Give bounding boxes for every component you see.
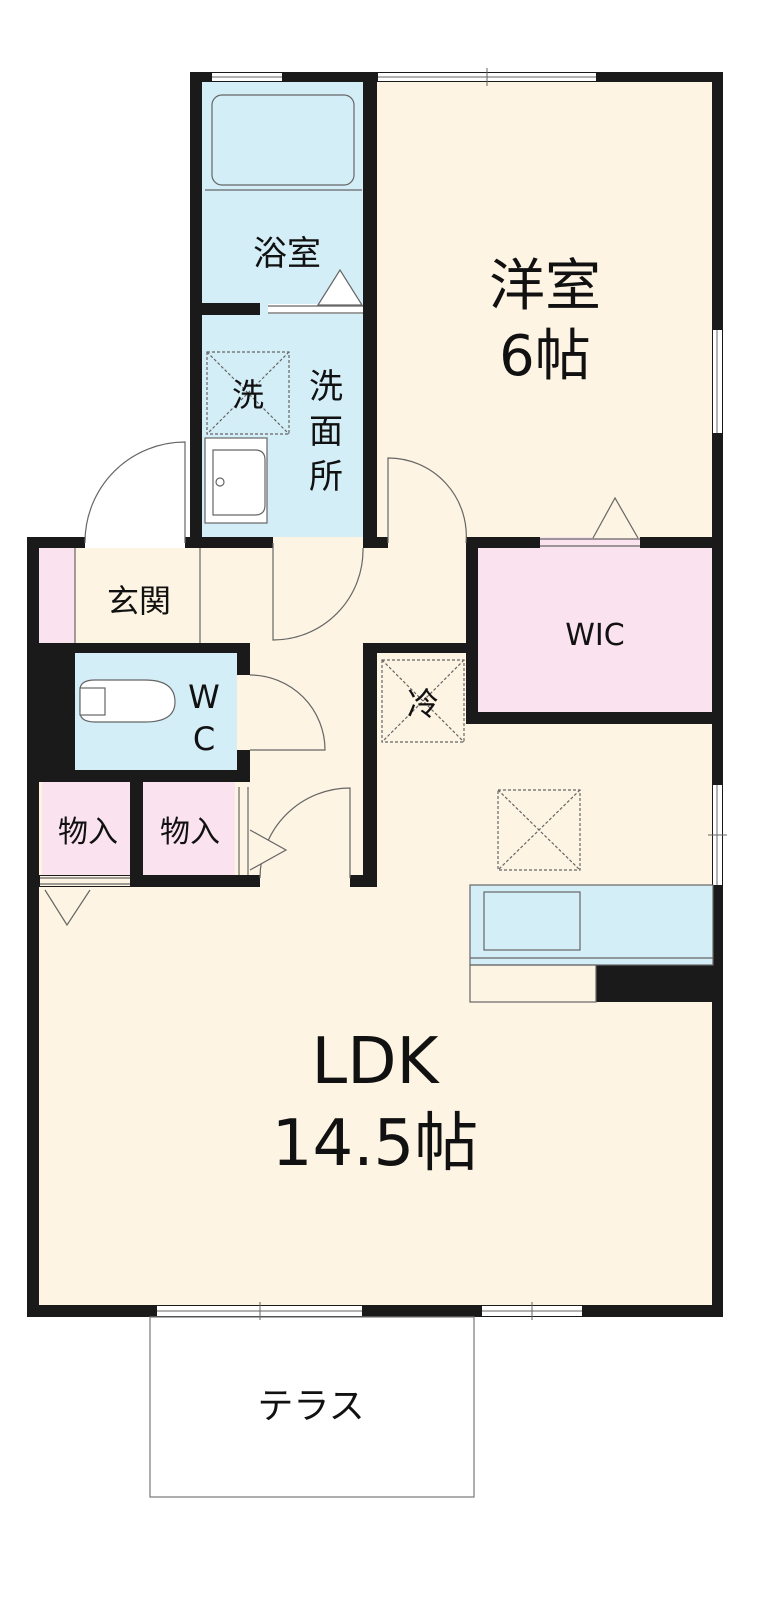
entrance-door-swing [84, 441, 186, 543]
fridge-label: 冷 [407, 685, 439, 723]
ldk-size: 14.5帖 [272, 1107, 479, 1181]
storage-1-floor [42, 782, 130, 875]
wall-wc-left-block [27, 643, 75, 782]
storage-2-door-gap [237, 787, 250, 875]
wall-storage-divider [130, 775, 143, 887]
window-western-right [713, 330, 722, 433]
washroom-name-char-2: 面 [309, 412, 343, 452]
western-door-gap [388, 537, 466, 548]
labels: 洋室 6帖 浴室 洗 面 所 洗 玄関 W C 物入 物入 WIC 冷 LDK … [58, 234, 625, 1427]
wall-bath-right [363, 72, 377, 547]
wc-letter-w: W [188, 678, 220, 716]
ldk-name: LDK [312, 1025, 441, 1099]
wall-kitchen-block [596, 965, 723, 1002]
storage-2-floor [143, 782, 235, 875]
fridge-space [381, 659, 465, 743]
kitchen-sink [483, 891, 581, 951]
washroom-door-gap [273, 537, 363, 548]
western-door-swing [387, 457, 467, 544]
wic-door-gap [540, 537, 640, 548]
entrance-name: 玄関 [107, 582, 171, 620]
storage-door-gap [260, 875, 350, 887]
wic-name: WIC [565, 618, 624, 653]
range-hood-marker [497, 789, 581, 871]
wall-wic-bottom [466, 712, 723, 724]
bathtub [211, 94, 355, 186]
fixtures [44, 94, 714, 1003]
bath-door-gap [268, 304, 363, 314]
wall-wc-top [27, 643, 250, 653]
window-ldk-right [708, 785, 727, 885]
entrance-floor [35, 543, 75, 643]
wall-bottom [27, 1305, 723, 1317]
western-door-triangle [592, 496, 639, 539]
western-room-name: 洋室 [489, 254, 601, 319]
wall-bath-wash-divider [190, 303, 260, 315]
storage-2-name: 物入 [160, 815, 220, 850]
window-ldk-bottom-right [482, 1302, 582, 1320]
windows [157, 68, 727, 1320]
western-room-floor [375, 80, 715, 543]
entrance-door-gap [85, 537, 185, 548]
wic-floor [475, 543, 715, 718]
washroom-name-char-1: 洗 [309, 367, 343, 407]
wall-right [712, 72, 723, 1317]
toilet-icon [79, 679, 176, 723]
washer-space [206, 351, 290, 435]
bath-name: 浴室 [253, 234, 321, 274]
storage-1-door-gap [40, 876, 130, 886]
washbasin [204, 437, 268, 524]
wc-door-gap [237, 675, 250, 750]
washroom-door-swing [272, 543, 364, 641]
wc-door-swing [249, 674, 326, 751]
washroom-name-char-3: 所 [309, 457, 343, 497]
bath-step-triangle [316, 268, 364, 306]
wall-middle-horizontal [27, 537, 723, 548]
window-western-top [378, 68, 596, 86]
storage-2-triangle [249, 829, 288, 871]
wall-fridge-top [363, 643, 473, 653]
wall-fridge-column [363, 643, 377, 887]
storage-1-triangle [44, 889, 91, 927]
wall-wic-left [466, 537, 478, 722]
doors [40, 304, 640, 887]
western-room-size: 6帖 [499, 324, 591, 389]
wc-letter-c: C [193, 720, 215, 758]
terrace-name: テラス [257, 1386, 364, 1427]
storage-1-name: 物入 [58, 815, 118, 850]
washer-label: 洗 [232, 376, 264, 414]
window-bath-top [212, 73, 282, 81]
kitchen-base [469, 964, 597, 1003]
terrace-outline [149, 1316, 475, 1498]
